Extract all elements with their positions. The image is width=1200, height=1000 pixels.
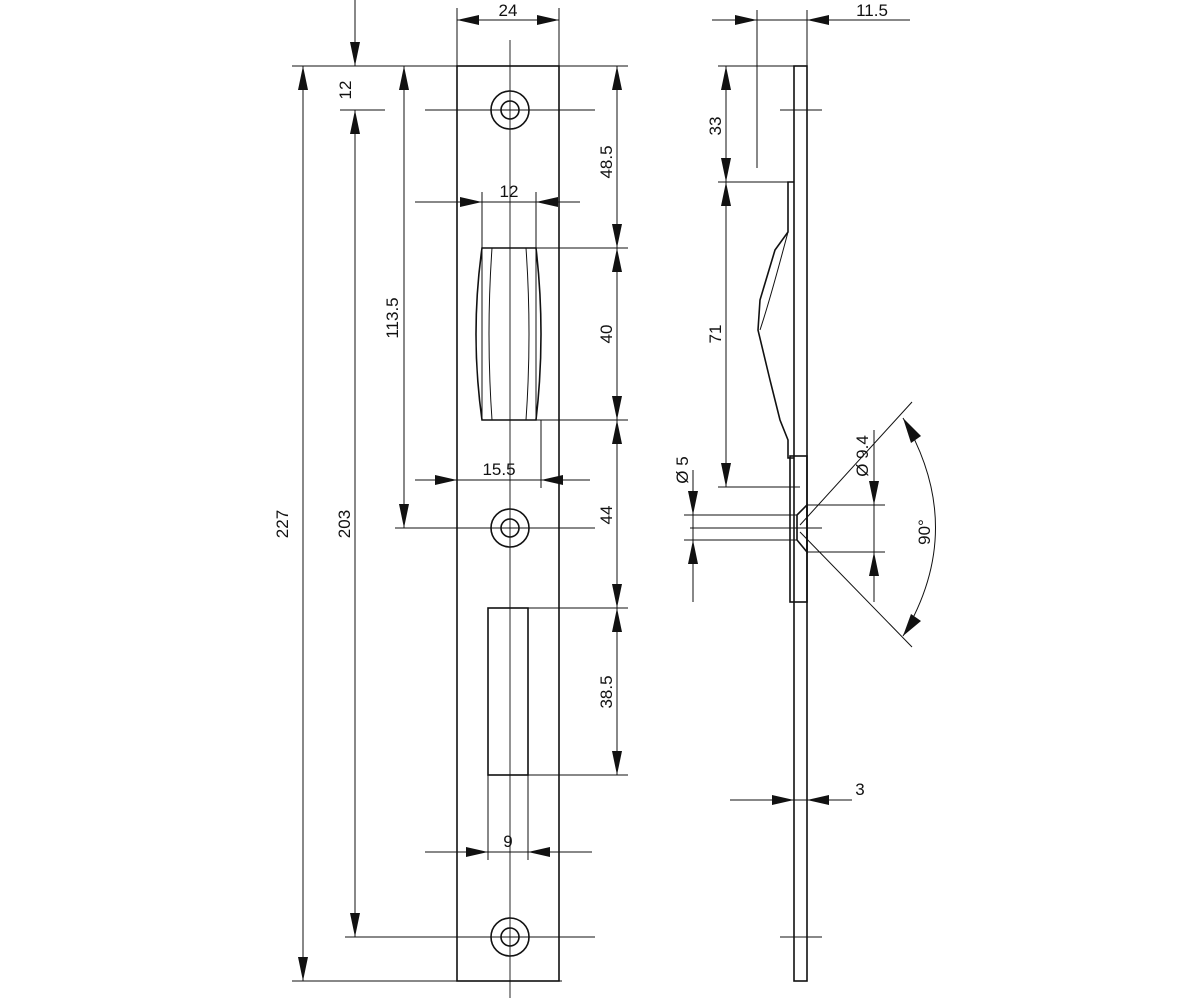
dim-side-lip-length-label: 71 (706, 325, 725, 344)
dim-latch-offset-label: 15.5 (482, 460, 515, 479)
side-plate-outline (793, 65, 808, 982)
dim-bolt-opening-width: 9 (425, 775, 592, 860)
dim-latch-opening-height: 40 (597, 248, 622, 420)
dim-hole-span-label: 203 (335, 510, 354, 538)
dim-countersink-diameter: Ø 9.4 (807, 430, 885, 602)
dim-hole-span: 203 (335, 110, 360, 937)
dim-plate-width: 24 (456, 1, 560, 66)
dim-side-depth: 11.5 (712, 1, 910, 66)
dim-plate-thickness-label: 3 (855, 780, 864, 799)
dim-hole-diameter: Ø 5 (673, 456, 797, 602)
dim-bolt-opening-height-label: 38.5 (597, 675, 616, 708)
dim-top-to-middle-hole-label: 113.5 (383, 297, 402, 338)
dim-top-hole-offset-label: 12 (336, 81, 355, 100)
dim-latch-offset: 15.5 (415, 420, 590, 488)
dim-overall-length: 227 (273, 66, 308, 981)
dim-latch-opening-height-label: 40 (597, 325, 616, 344)
dim-latch-opening-width: 12 (415, 182, 580, 248)
dim-top-to-latch-opening-label: 48.5 (597, 145, 616, 178)
latch-opening (475, 247, 542, 421)
dim-side-lip-length: 71 (706, 182, 731, 487)
dim-side-flat-top: 33 (706, 66, 731, 182)
dim-side-depth-label: 11.5 (856, 1, 888, 20)
dim-overall-length-label: 227 (273, 510, 292, 538)
middle-screw-hole (395, 508, 595, 548)
dim-bolt-opening-height: 38.5 (597, 608, 622, 775)
bolt-opening (487, 607, 529, 776)
dim-hole-diameter-label: Ø 5 (673, 456, 692, 483)
dim-plate-thickness: 3 (730, 780, 865, 805)
side-view (690, 65, 822, 982)
top-screw-hole (425, 90, 595, 130)
dim-countersink-angle: 90° (799, 401, 936, 648)
bottom-screw-hole (345, 917, 595, 957)
dim-bolt-opening-width-label: 9 (503, 832, 512, 851)
dim-countersink-angle-label: 90° (915, 519, 934, 545)
dim-latch-opening-width-label: 12 (500, 182, 519, 201)
dim-top-hole-offset: 12 (336, 0, 385, 134)
side-lip-profile (757, 181, 794, 459)
dim-latch-to-bolt-opening: 44 (597, 420, 622, 608)
dim-top-to-middle-hole: 113.5 (383, 66, 409, 528)
dim-plate-width-label: 24 (499, 1, 518, 20)
dim-latch-to-bolt-opening-label: 44 (597, 506, 616, 525)
dim-side-flat-top-label: 33 (706, 117, 725, 136)
dim-top-to-latch-opening: 48.5 (597, 66, 622, 248)
